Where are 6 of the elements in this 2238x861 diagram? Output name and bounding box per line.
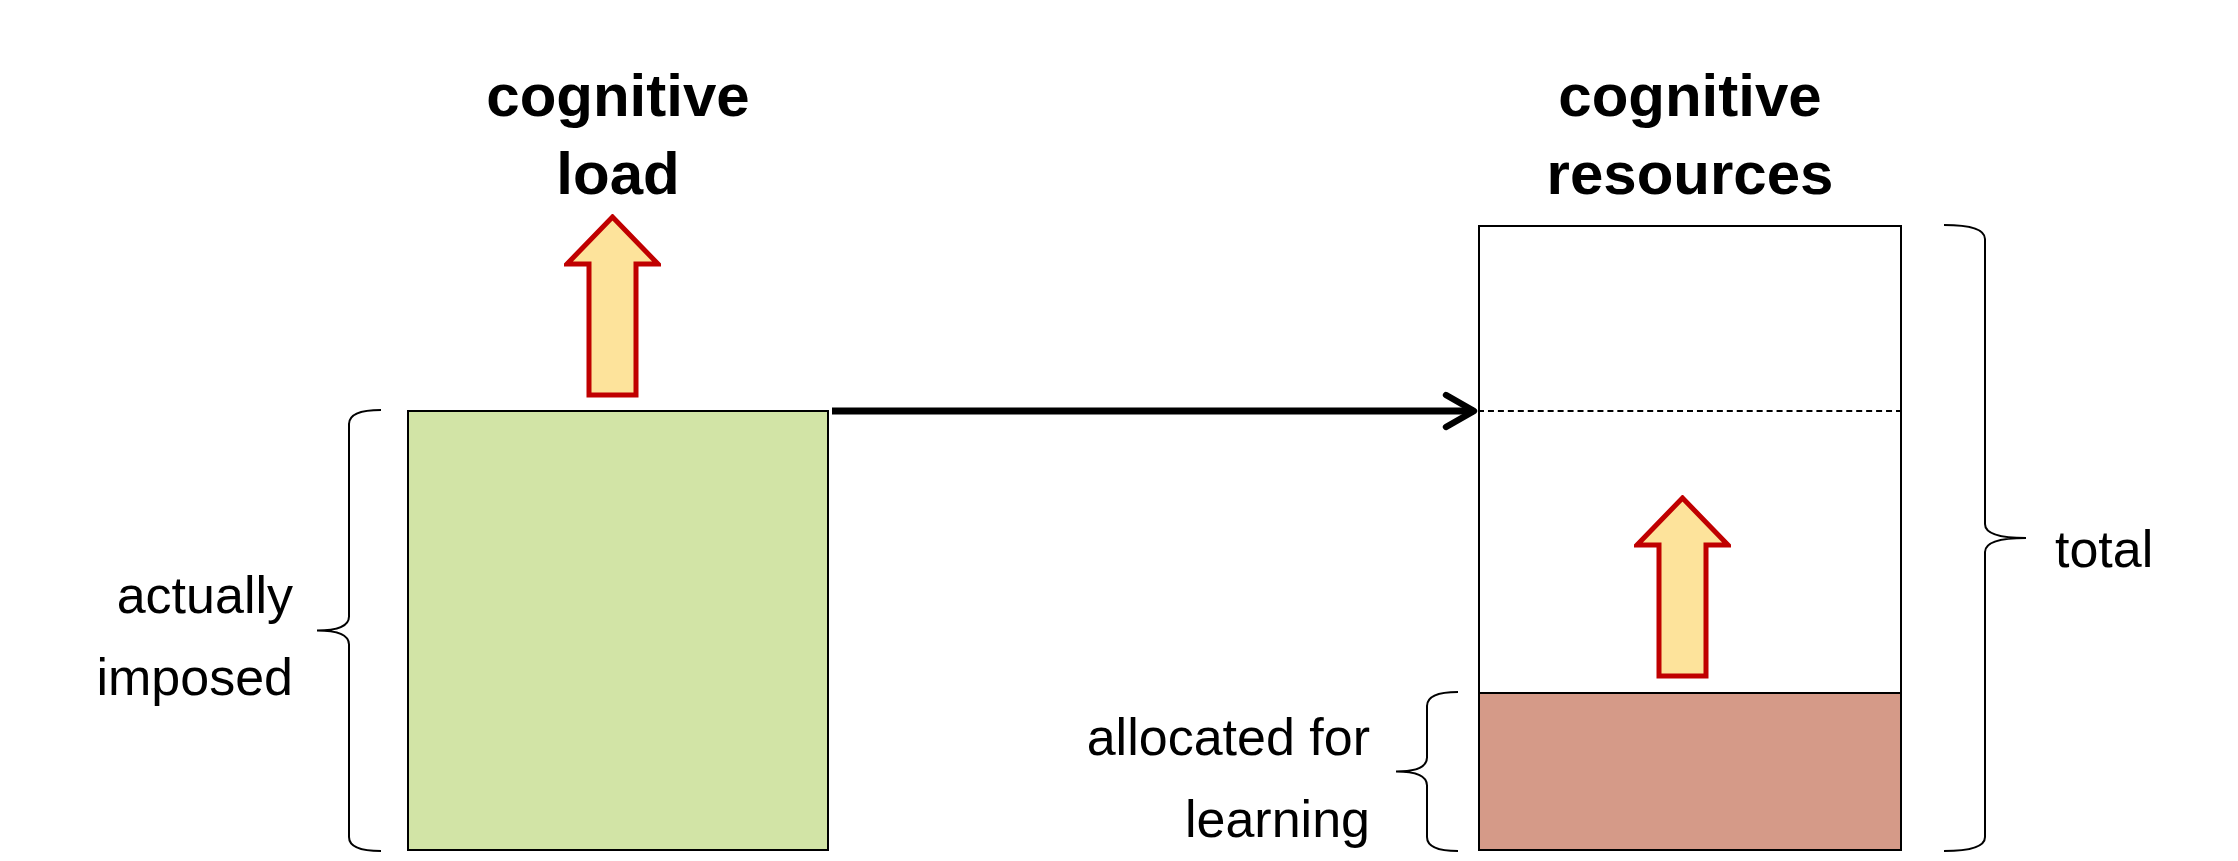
bracket-label: allocated for learning: [1085, 707, 1370, 850]
bracket-label: actually imposed: [95, 565, 293, 708]
heading: cognitive load: [485, 61, 751, 209]
heading: cognitive resources: [1545, 61, 1835, 209]
bracket-label: total: [2055, 519, 2154, 580]
filled-bar: [1478, 692, 1902, 851]
